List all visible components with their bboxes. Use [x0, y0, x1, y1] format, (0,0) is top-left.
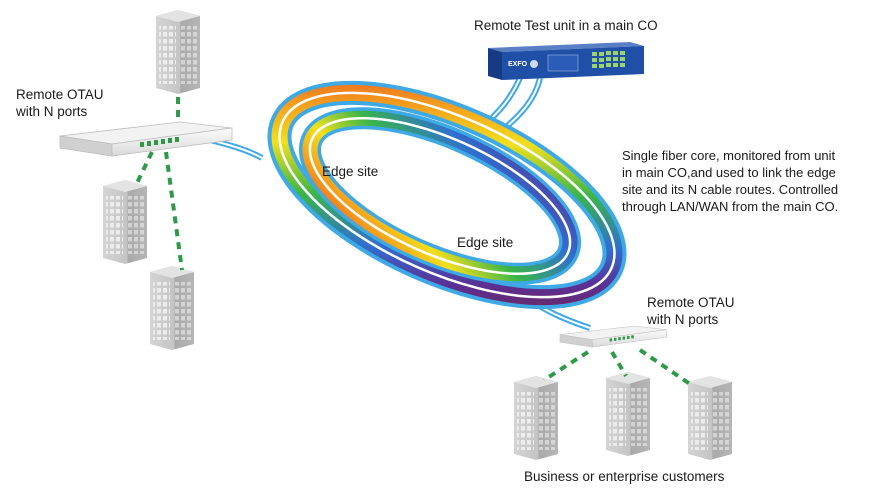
remote-test-unit-icon: EXFO [488, 42, 644, 80]
remote-otau-right-label-line2: with N ports [647, 312, 719, 327]
device-brand-label: EXFO [508, 61, 528, 68]
remote-otau-right-label-line1: Remote OTAU [647, 295, 735, 310]
building-icon [688, 376, 732, 460]
business-customers-label: Business or enterprise customers [524, 469, 725, 484]
remote-otau-left-label-line2: with N ports [16, 104, 88, 119]
otau-rack-icon [59, 121, 233, 157]
building-icon [606, 372, 650, 456]
description-line: site and its N cable routes. Controlled [622, 182, 839, 197]
building-icon [514, 376, 558, 460]
description-line: Single fiber core, monitored from unit [622, 148, 836, 163]
building-icon [150, 266, 194, 350]
otau-rack-icon [559, 325, 667, 348]
description-line: through LAN/WAN from the main CO. [622, 199, 839, 214]
description-line: in main CO,and used to link the edge [622, 165, 836, 180]
edge-site-left-label: Edge site [322, 164, 379, 179]
remote-test-unit-label: Remote Test unit in a main CO [474, 18, 658, 33]
building-icon [103, 180, 147, 264]
remote-otau-left-label-line1: Remote OTAU [16, 87, 104, 102]
fiber-ring-icon [267, 80, 627, 310]
building-icon [156, 10, 200, 94]
edge-site-bottom-label: Edge site [457, 235, 514, 250]
